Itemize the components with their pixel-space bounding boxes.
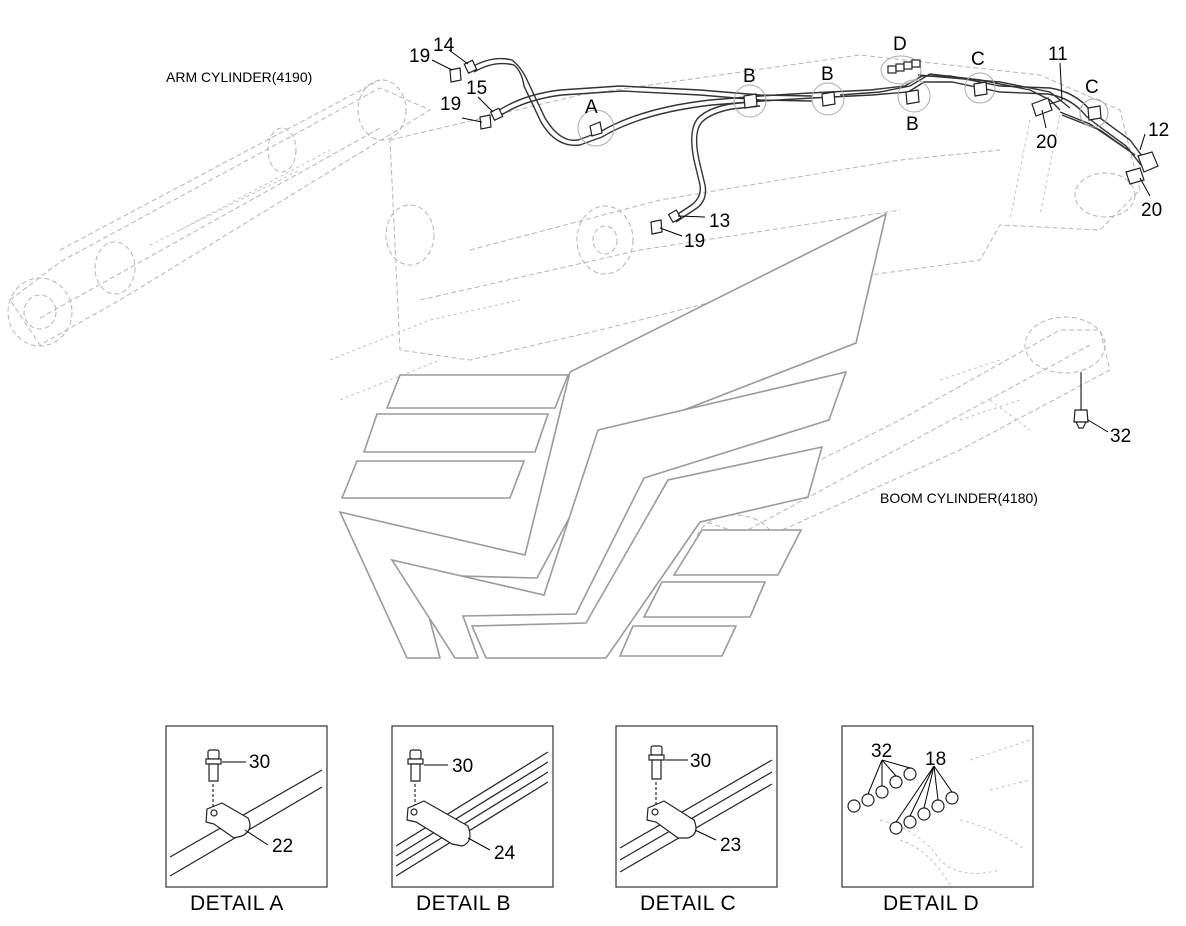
- callout-19-mid: 19: [440, 94, 461, 115]
- detail-a-bolt-callout: 30: [249, 752, 270, 773]
- detail-circles: [577, 55, 1109, 147]
- detail-c-title: DETAIL C: [640, 892, 736, 915]
- callout-20-right: 20: [1141, 200, 1162, 221]
- detail-letter-a: A: [585, 97, 598, 118]
- detail-b-bolt-callout: 30: [452, 756, 473, 777]
- detail-b-title: DETAIL B: [416, 892, 511, 915]
- callout-32: 32: [1110, 426, 1131, 447]
- detail-letter-d: D: [893, 34, 907, 55]
- detail-d-title: DETAIL D: [883, 892, 979, 915]
- detail-letter-b-1: B: [743, 66, 756, 87]
- callout-19-low: 19: [684, 231, 705, 252]
- watermark-logo: [338, 212, 888, 659]
- detail-a-panel: 30 22: [165, 725, 328, 888]
- detail-d-nipple-callout: 32: [871, 741, 892, 762]
- detail-letter-c-2: C: [1085, 77, 1099, 98]
- pipe-assembly: [469, 57, 1146, 223]
- main-labels: ARM CYLINDER(4190) BOOM CYLINDER(4180) 1…: [166, 34, 1169, 506]
- fitting-group-18: [889, 765, 959, 835]
- detail-letter-b-3: B: [906, 114, 919, 135]
- detail-c-bolt-callout: 30: [690, 751, 711, 772]
- phantom-arm-cylinder: [7, 79, 432, 347]
- detail-letter-b-2: B: [821, 64, 834, 85]
- arm-cylinder-label: ARM CYLINDER(4190): [166, 69, 312, 85]
- callout-20-left: 20: [1036, 132, 1057, 153]
- detail-d-panel: 32 18: [841, 725, 1034, 888]
- detail-c-clamp-callout: 23: [720, 835, 741, 856]
- detail-a-clamp-callout: 22: [272, 836, 293, 857]
- fittings: [449, 59, 1159, 429]
- callout-11: 11: [1048, 44, 1068, 65]
- boom-cylinder-label: BOOM CYLINDER(4180): [880, 490, 1038, 506]
- detail-a-title: DETAIL A: [190, 892, 284, 915]
- detail-b-panel: 30 24: [391, 725, 554, 888]
- callout-12: 12: [1148, 120, 1169, 141]
- detail-b-clamp-callout: 24: [494, 843, 516, 864]
- detail-d-fitting-callout: 18: [925, 749, 946, 770]
- detail-letter-c-1: C: [971, 49, 985, 70]
- callout-15: 15: [466, 78, 487, 99]
- callout-14: 14: [433, 35, 455, 56]
- leader-lines: [431, 49, 1151, 433]
- callout-19-top: 19: [409, 46, 430, 67]
- detail-c-panel: 30 23: [615, 725, 778, 888]
- callout-13: 13: [709, 211, 730, 232]
- nipple-group-32: [847, 759, 917, 813]
